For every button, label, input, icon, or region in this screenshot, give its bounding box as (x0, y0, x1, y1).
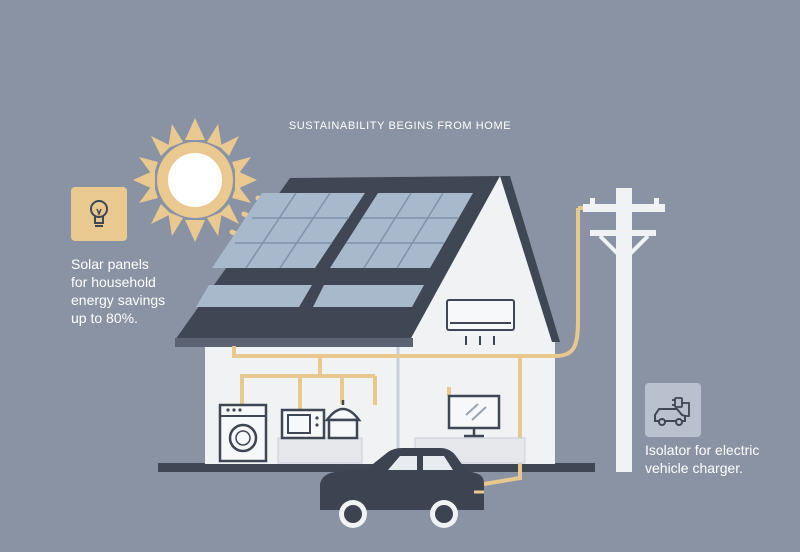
solar-caption-line: Solar panels (71, 256, 149, 272)
tv-icon (447, 394, 501, 438)
ev-charger-icon (654, 397, 690, 426)
lightbulb-icon (90, 200, 108, 227)
solar-panels-caption: Solar panels for household energy saving… (71, 255, 165, 327)
solar-panel-left (196, 192, 365, 307)
washing-machine-icon (218, 403, 268, 463)
solar-panel-right (313, 192, 473, 307)
infographic-title: SUSTAINABILITY BEGINS FROM HOME (288, 120, 512, 132)
sun-icon (133, 118, 257, 242)
utility-pole-icon (583, 188, 665, 472)
solar-caption-line: up to 80%. (71, 310, 138, 326)
solar-caption-line: energy savings (71, 292, 166, 308)
ev-caption-line: vehicle charger. (645, 460, 744, 476)
solar-caption-line: for household (71, 274, 156, 290)
ev-charger-icon-box (645, 383, 701, 437)
microwave-icon (280, 408, 326, 440)
kitchen-counter (277, 437, 363, 464)
wiring (232, 206, 665, 486)
ev-caption-line: Isolator for electric (645, 442, 760, 458)
air-conditioner-icon (446, 299, 515, 345)
rice-cooker-icon (324, 400, 362, 440)
ev-charger-caption: Isolator for electric vehicle charger. (645, 441, 759, 477)
car-icon (320, 448, 484, 528)
lightbulb-icon-box (71, 187, 127, 241)
